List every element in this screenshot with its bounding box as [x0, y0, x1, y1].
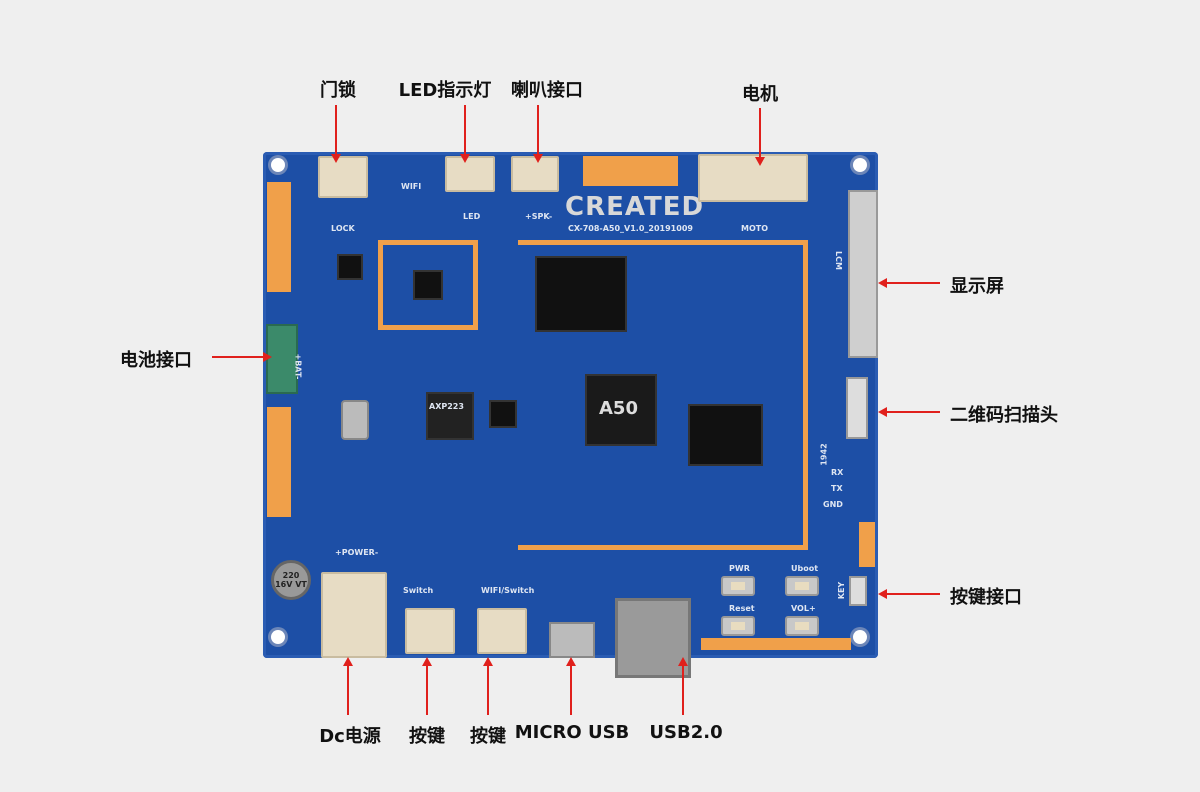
wifi-chip: [413, 270, 443, 300]
silk-led: LED: [463, 212, 481, 221]
silk-wifi: WIFI: [401, 182, 422, 191]
silk-uboot: Uboot: [791, 564, 819, 573]
callout-speaker: 喇叭接口: [511, 80, 583, 101]
arrow: [483, 657, 493, 715]
ram-chip: [535, 256, 627, 332]
callout-motor: 电机: [742, 84, 778, 105]
pad: [701, 638, 851, 650]
capacitor: [341, 400, 369, 440]
silk-rx: RX: [831, 468, 844, 477]
motor-connector: [698, 154, 808, 202]
arrow: [878, 589, 940, 599]
pmic-label: AXP223: [429, 402, 464, 411]
lock-connector: [318, 156, 368, 198]
arrow: [212, 352, 272, 362]
pwr-button: [721, 576, 755, 596]
pad: [267, 182, 291, 292]
wifi-switch-connector: [477, 608, 527, 654]
callout-battery: 电池接口: [120, 350, 192, 371]
mount-hole: [853, 158, 867, 172]
silk-lock: LOCK: [331, 224, 355, 233]
silk-pwr: PWR: [729, 564, 750, 573]
usb-a-port: [615, 598, 691, 678]
callout-micro-usb: MICRO USB: [514, 722, 630, 743]
electrolytic-capacitor: 220 16V VT: [271, 560, 311, 600]
callout-key-interface: 按键接口: [950, 587, 1022, 608]
pcb-board: LOCK WIFI LED +SPK- CREATED CX-708-A50_V…: [263, 152, 878, 678]
small-ic: [489, 400, 517, 428]
callout-qr-scanner: 二维码扫描头: [950, 405, 1058, 426]
arrow: [422, 657, 432, 715]
callout-button-2: 按键: [470, 726, 506, 747]
arrow: [460, 105, 470, 163]
callout-display: 显示屏: [950, 276, 1004, 297]
callout-door-lock: 门锁: [320, 80, 356, 101]
arrow: [878, 407, 940, 417]
callout-button-1: 按键: [409, 726, 445, 747]
lcd-fpc-connector: [848, 190, 878, 358]
pad: [859, 522, 875, 567]
arrow: [343, 657, 353, 715]
silk-bat: +BAT-: [293, 353, 303, 380]
mount-hole: [853, 630, 867, 644]
silk-switch: Switch: [403, 586, 434, 595]
callout-dc-power: Dc电源: [319, 726, 381, 747]
brand-logo: CREATED: [565, 192, 705, 222]
model-number: CX-708-A50_V1.0_20191009: [568, 224, 693, 233]
silk-gnd: GND: [823, 500, 843, 509]
silk-reset: Reset: [729, 604, 755, 613]
mount-hole: [271, 630, 285, 644]
dc-power-connector: [321, 572, 387, 658]
arrow: [755, 108, 765, 166]
mount-hole: [271, 158, 285, 172]
silk-wifi-switch: WIFI/Switch: [481, 586, 535, 595]
led-connector: [445, 156, 495, 192]
silk-tx: TX: [831, 484, 843, 493]
silk-moto: MOTO: [741, 224, 769, 233]
silk-year: 1942: [819, 443, 829, 466]
reset-button: [721, 616, 755, 636]
silk-spk: +SPK-: [525, 212, 553, 221]
micro-usb-port: [549, 622, 595, 658]
silk-power: +POWER-: [335, 548, 379, 557]
soc-chip: [585, 374, 657, 446]
soc-label: A50: [599, 398, 638, 419]
trace-outline: [518, 240, 808, 550]
small-ic: [337, 254, 363, 280]
key-connector: [849, 576, 867, 606]
callout-led: LED指示灯: [398, 80, 492, 101]
trace-outline: [378, 240, 478, 330]
switch-connector: [405, 608, 455, 654]
arrow: [331, 105, 341, 163]
emmc-chip: [688, 404, 763, 466]
pad: [267, 407, 291, 517]
silk-lcm: LCM: [833, 251, 843, 270]
scanner-connector: [846, 377, 868, 439]
arrow: [566, 657, 576, 715]
silk-vol: VOL+: [791, 604, 816, 613]
pad: [583, 156, 678, 186]
arrow: [878, 278, 940, 288]
pmic-chip: [426, 392, 474, 440]
silk-key: KEY: [837, 581, 847, 600]
arrow: [533, 105, 543, 163]
uboot-button: [785, 576, 819, 596]
callout-usb2: USB2.0: [649, 722, 723, 743]
vol-up-button: [785, 616, 819, 636]
arrow: [678, 657, 688, 715]
